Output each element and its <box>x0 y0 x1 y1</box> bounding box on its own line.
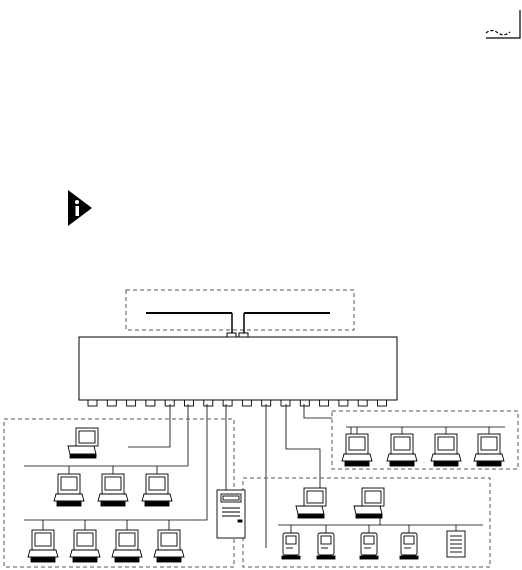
switch-port <box>106 399 117 407</box>
desktop-pc-icon <box>473 433 505 467</box>
desktop-pc-icon <box>341 433 373 467</box>
desktop-pc-icon <box>430 433 462 467</box>
backbone-group-border <box>125 289 355 331</box>
switch-port <box>357 399 368 407</box>
switch-port <box>241 399 252 407</box>
desktop-pc-icon <box>97 473 129 507</box>
workgroup-top-right-border <box>331 410 519 470</box>
workgroup-left-lan-segments <box>24 465 188 521</box>
tower-server-icon <box>216 489 246 539</box>
switch-port <box>377 399 387 407</box>
switch-port <box>126 399 137 407</box>
mac-computer-icon <box>399 532 419 560</box>
switch-port <box>338 399 349 407</box>
switch-port <box>87 399 98 407</box>
desktop-pc-icon <box>141 473 173 507</box>
switch-port <box>319 399 330 407</box>
desktop-pc-icon <box>295 487 327 519</box>
information-icon <box>68 190 92 226</box>
switch-port <box>203 399 214 407</box>
switch-port-row <box>87 399 387 407</box>
switch-port <box>222 399 233 407</box>
workgroup-top-right-devices <box>341 427 505 467</box>
desktop-pc-icon <box>386 433 418 467</box>
desktop-pc-icon <box>353 487 385 519</box>
desktop-pc-icon <box>111 529 143 563</box>
mac-computer-icon <box>359 532 379 560</box>
desktop-pc-icon <box>69 529 101 563</box>
page-corner-tab-icon <box>485 10 521 39</box>
mac-computer-icon <box>281 532 301 560</box>
port-cables <box>128 404 352 548</box>
mac-computer-icon <box>316 532 336 560</box>
switch-chassis <box>78 336 398 401</box>
desktop-pc-icon <box>53 473 85 507</box>
desktop-pc-icon <box>67 427 99 459</box>
switch-port <box>280 399 291 407</box>
switch-port <box>299 399 310 407</box>
printer-icon <box>446 530 466 558</box>
workgroup-bottom-right-devices <box>281 487 466 560</box>
desktop-pc-icon <box>27 529 59 563</box>
switch-port <box>145 399 156 407</box>
switch-port <box>184 399 194 407</box>
workgroup-left-devices <box>27 427 185 563</box>
desktop-pc-icon <box>153 529 185 563</box>
